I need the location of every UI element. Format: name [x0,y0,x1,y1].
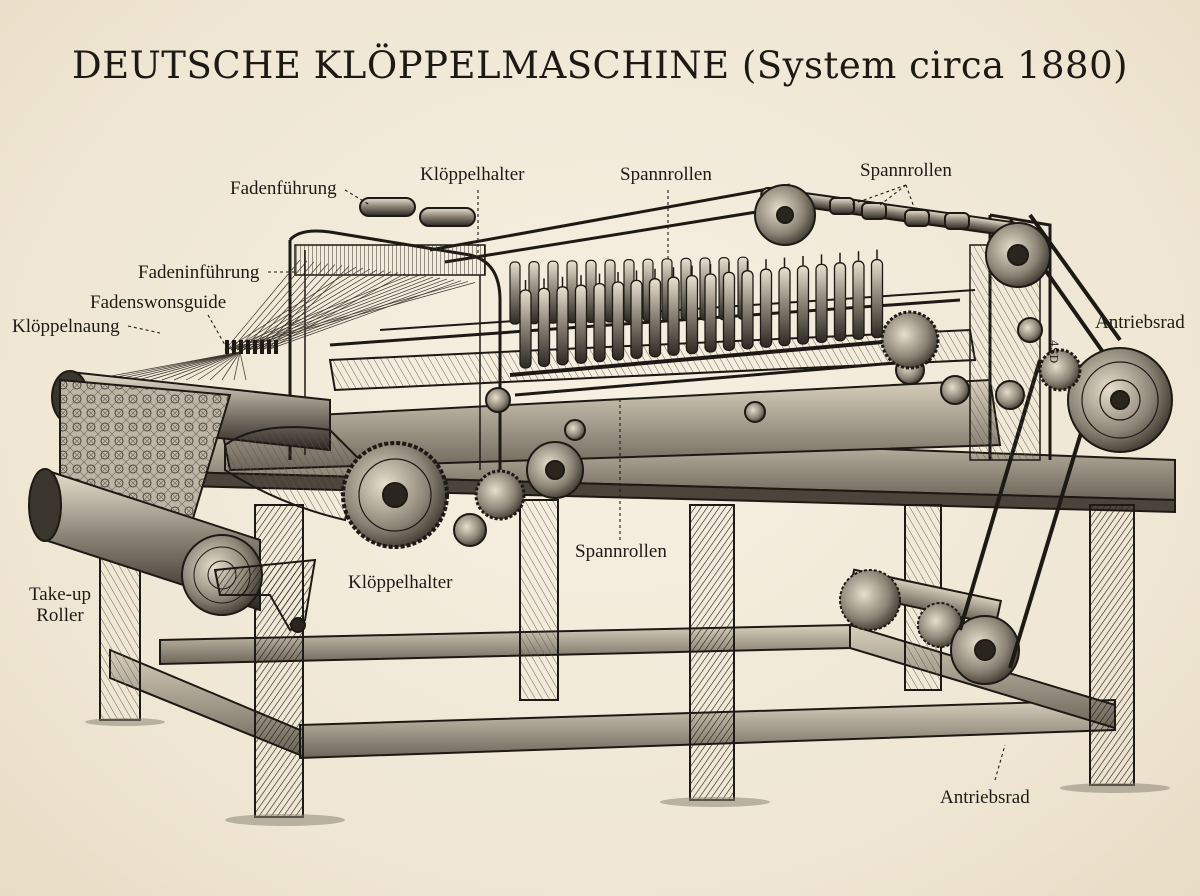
bobbin [630,270,643,360]
label-spannrollen-top: Spannrollen [620,164,712,185]
label-kloeppelnaung: Klöppelnaung [12,316,120,337]
bobbin [537,278,551,368]
bobbin [704,264,717,353]
label-antriebsrad-right: Antriebsrad [1095,312,1185,333]
bobbin [509,261,521,325]
bobbin [778,257,791,347]
bobbin [870,249,884,339]
bobbin [722,262,736,352]
bobbin [648,268,662,358]
bobbin [796,256,810,345]
bobbin [574,275,588,364]
bobbin [556,276,569,366]
bobbin-rows [509,249,931,397]
label-takeup-roller: Take-up Roller [18,584,102,626]
engraved-mark: 4SD [1047,340,1060,364]
bobbin [852,251,865,340]
label-takeup-line2: Roller [36,605,84,626]
bobbin [815,254,828,344]
diagram-title: DEUTSCHE KLÖPPELMASCHINE (System circa 1… [71,44,1129,87]
label-spannrollen-right: Spannrollen [860,160,952,181]
bobbin [685,265,699,355]
bobbin [833,252,847,342]
label-kloeppelhalter-top: Klöppelhalter [420,164,525,185]
bobbin [593,273,606,363]
lower-drive [839,359,1102,685]
bobbin [667,267,680,356]
bobbin [519,280,532,369]
label-fadenfuehrung: Fadenführung [230,178,337,199]
top-rollers [359,184,1051,288]
label-fadeneinfuehrung: Fadeninführung [138,262,260,283]
label-spannrollen-bottom: Spannrollen [575,541,667,562]
label-antriebsrad-bottom: Antriebsrad [940,787,1030,808]
label-fadenswonsguide: Fadenswonsguide [90,292,227,313]
leader-lines [127,184,1006,781]
gear-train [224,310,1173,549]
label-takeup-line1: Take-up [29,584,91,605]
label-kloeppelhalter-bottom: Klöppelhalter [348,572,453,593]
bobbin [741,260,754,350]
bobbin [611,272,625,361]
floor-shadows [85,718,1170,826]
thread-fan [89,259,476,381]
bobbin [759,259,773,348]
